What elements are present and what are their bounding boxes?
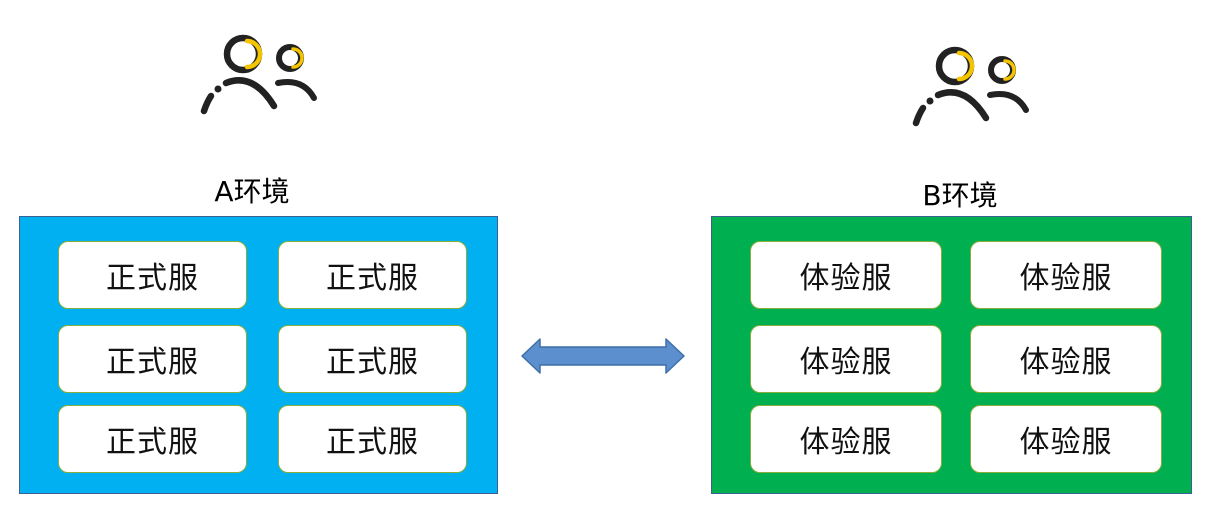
server-node-a-4: 正式服 [278,325,467,393]
users-icon-a [200,34,317,115]
server-node-b-4: 体验服 [970,325,1162,393]
server-node-a-1: 正式服 [58,241,247,309]
double-arrow-icon [521,338,685,374]
server-node-a-3: 正式服 [58,325,247,393]
server-node-b-5: 体验服 [750,405,942,473]
server-node-b-6: 体验服 [970,405,1162,473]
users-icon-b [912,46,1029,127]
server-node-b-2: 体验服 [970,241,1162,309]
env-b-title: B环境 [922,179,998,212]
env-b-box: 体验服 体验服 体验服 体验服 体验服 体验服 [711,216,1192,494]
server-node-a-2: 正式服 [278,241,467,309]
env-a-title: A环境 [214,175,290,208]
env-a-box: 正式服 正式服 正式服 正式服 正式服 正式服 [19,216,498,494]
server-node-a-5: 正式服 [58,405,247,473]
server-node-b-1: 体验服 [750,241,942,309]
server-node-b-3: 体验服 [750,325,942,393]
server-node-a-6: 正式服 [278,405,467,473]
